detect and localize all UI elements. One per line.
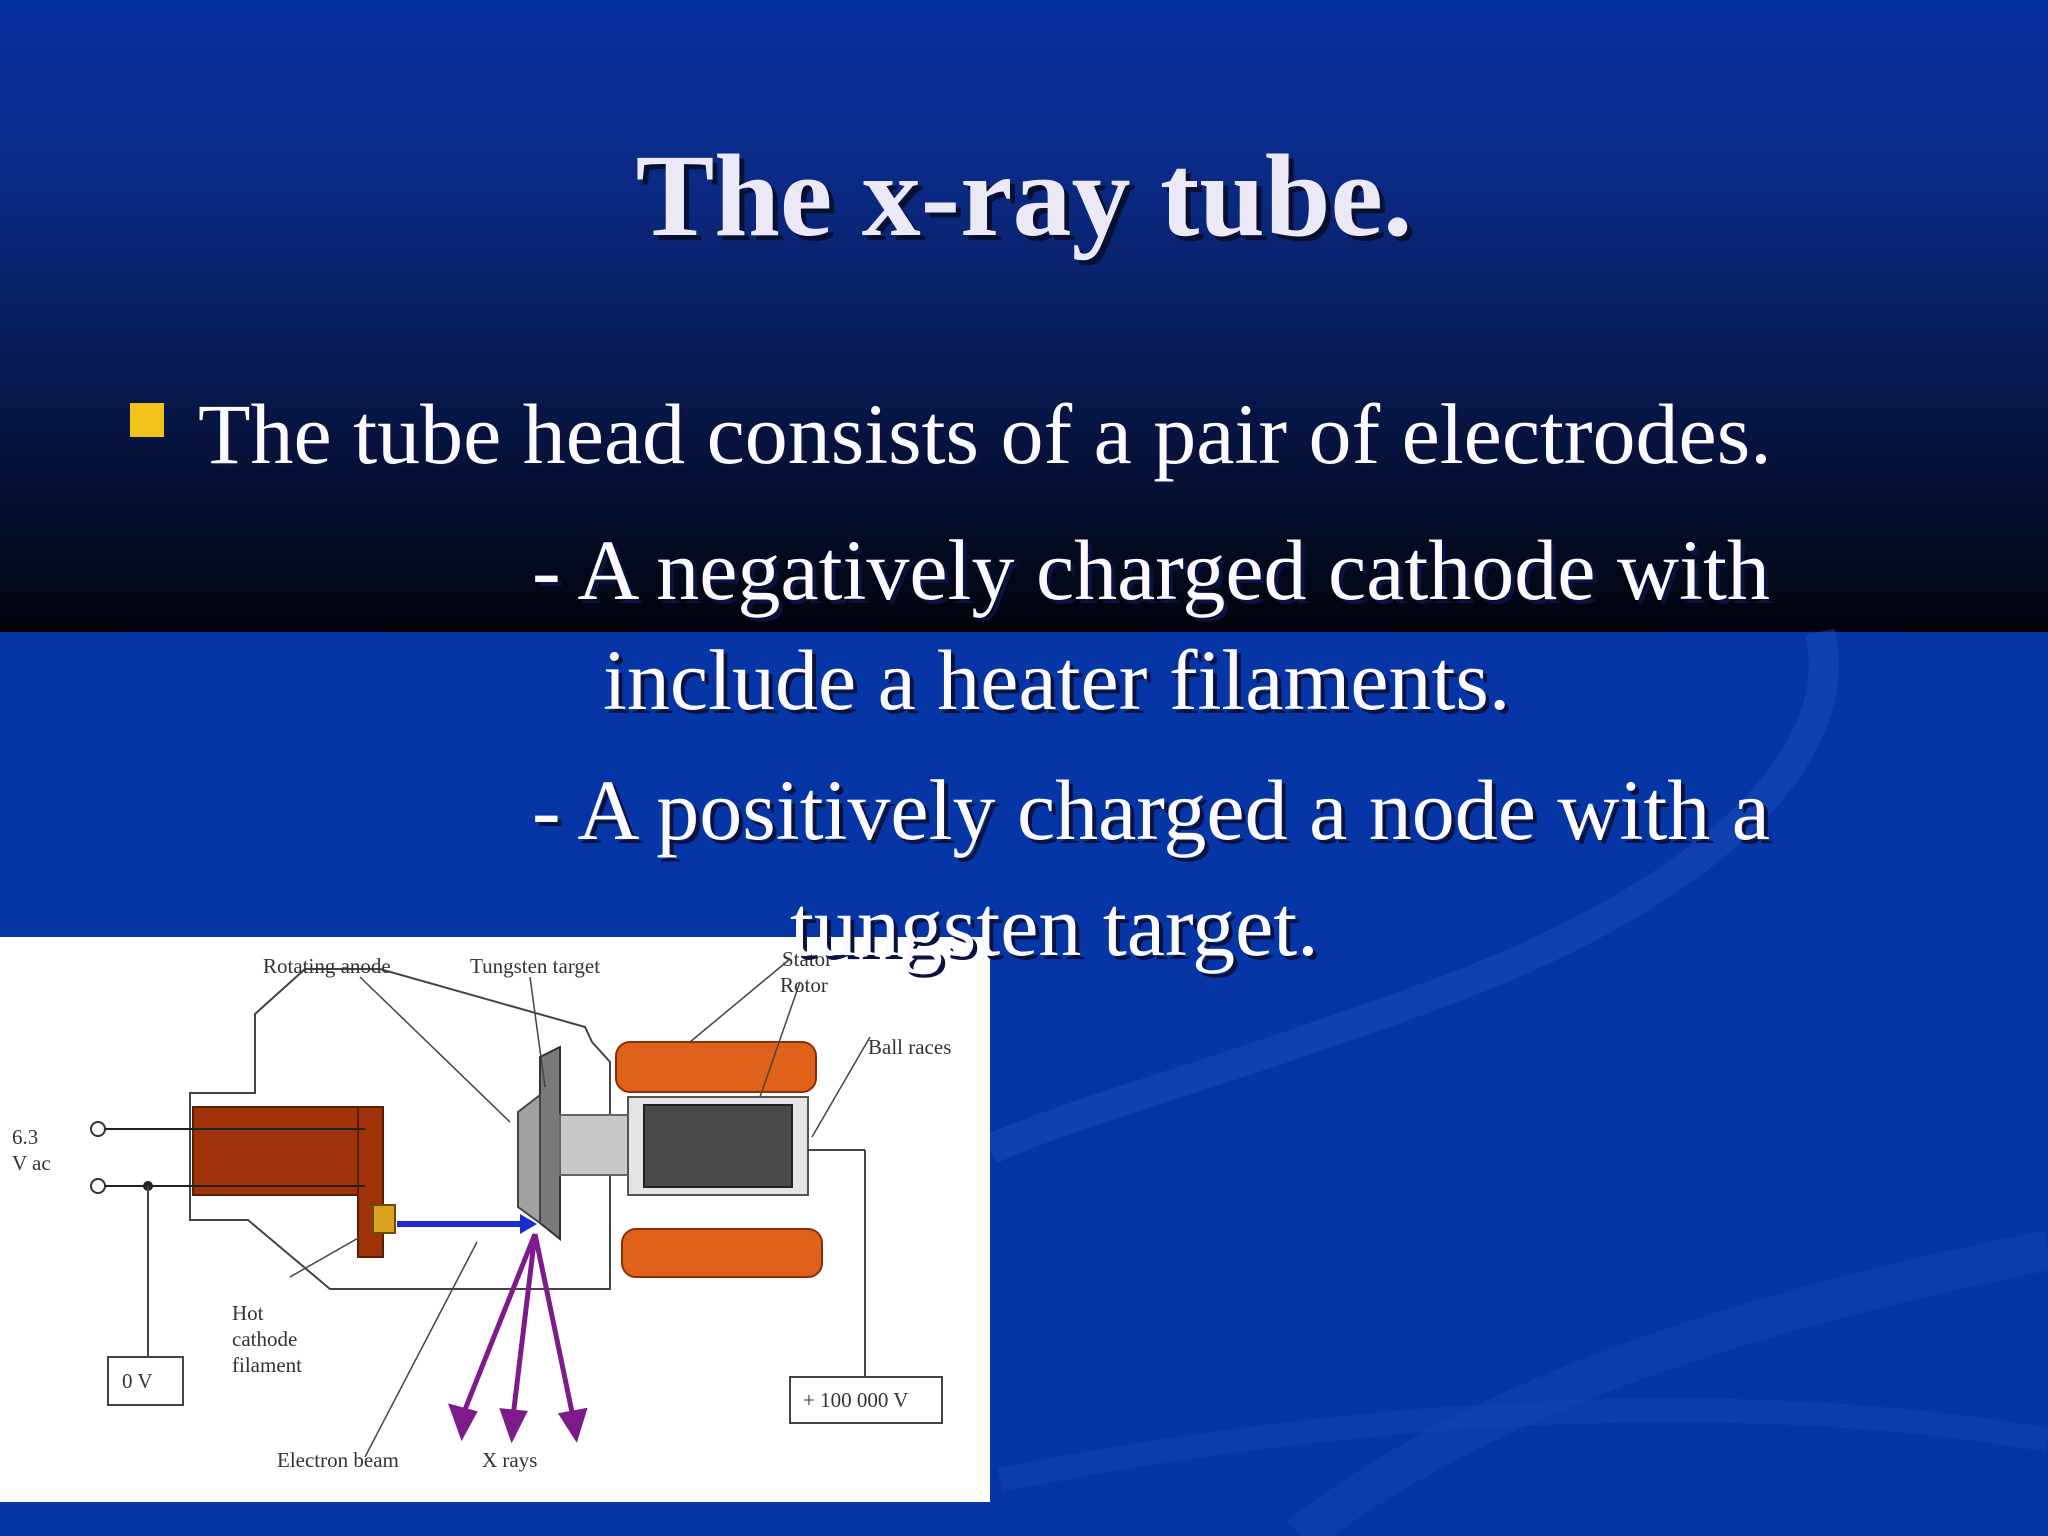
bullet-text: The tube head consists of a pair of elec… xyxy=(198,386,1772,482)
slide-title: The x-ray tube. xyxy=(635,130,1413,261)
label-cathode: cathode xyxy=(232,1327,297,1351)
label-stator: Stator xyxy=(782,947,832,971)
label-x-rays: X rays xyxy=(482,1448,537,1472)
label-hot: Hot xyxy=(232,1301,264,1325)
sub-line-filaments: include a heater filaments. xyxy=(603,632,1511,728)
label-electron-beam: Electron beam xyxy=(277,1448,399,1472)
label-tungsten-target: Tungsten target xyxy=(470,954,600,978)
label-rotor: Rotor xyxy=(780,973,828,997)
label-voltage-ac-unit: V ac xyxy=(12,1151,51,1175)
sub-line-tungsten: tungsten target. xyxy=(790,878,1319,974)
label-ball-races: Ball races xyxy=(868,1035,951,1059)
label-filament: filament xyxy=(232,1353,302,1377)
label-voltage-ac-value: 6.3 xyxy=(12,1125,38,1149)
bullet-square-icon xyxy=(130,403,164,437)
sub-line-anode: - A positively charged a node with a xyxy=(532,762,1770,858)
label-high-voltage: + 100 000 V xyxy=(803,1388,908,1412)
sub-line-cathode: - A negatively charged cathode with xyxy=(532,522,1770,618)
header-gradient-band xyxy=(0,0,2048,632)
x-ray-tube-diagram: Rotating anode Tungsten target Stator Ro… xyxy=(0,937,990,1502)
label-zero-volts: 0 V xyxy=(122,1369,153,1393)
label-rotating-anode: Rotating anode xyxy=(263,954,391,978)
